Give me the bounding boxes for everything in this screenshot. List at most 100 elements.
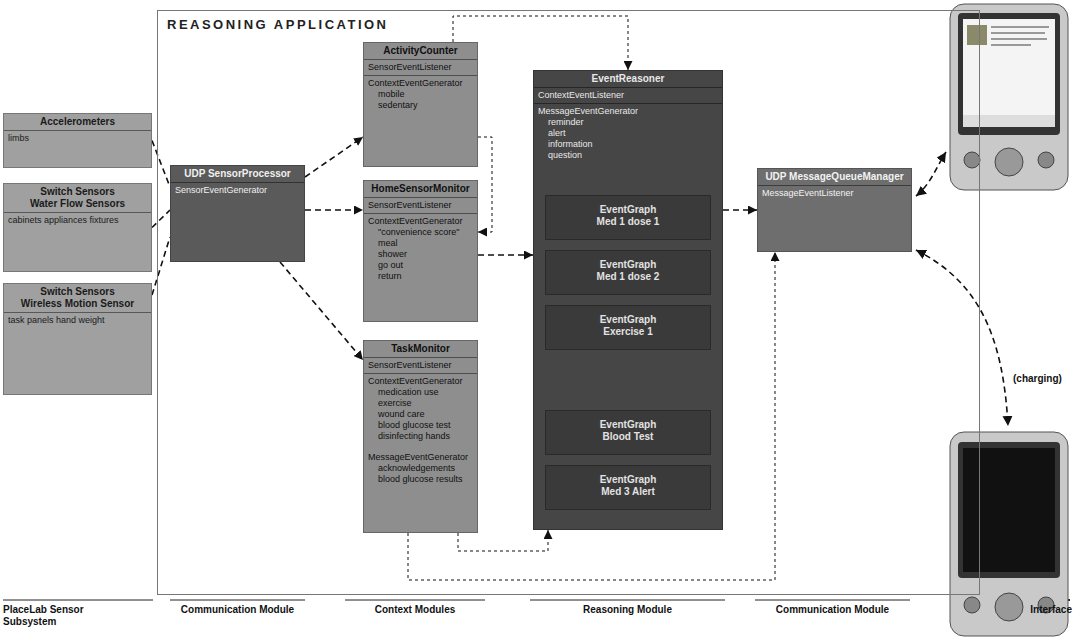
process-box: UDP MessageQueueManagerMessageEventListe… xyxy=(757,168,912,252)
node-text: reminder xyxy=(538,117,718,128)
wireless-link xyxy=(916,152,946,196)
node-text: Med 3 Alert xyxy=(550,486,706,498)
node-title: ActivityCounter xyxy=(368,45,473,57)
node-title: EventGraph xyxy=(550,259,706,271)
node-text: go out xyxy=(368,260,473,271)
node-title: EventGraph xyxy=(550,314,706,326)
node-text: ContextEventGenerator xyxy=(368,376,473,387)
node-text: alert xyxy=(538,128,718,139)
node-title: EventReasoner xyxy=(538,73,718,85)
reasoner-box: EventReasonerContextEventListenerMessage… xyxy=(533,70,723,530)
node-text: Water Flow Sensors xyxy=(8,198,147,210)
sensor-box: Accelerometers limbs xyxy=(3,113,152,168)
node-text: information xyxy=(538,139,718,150)
node-text: blood glucose results xyxy=(368,474,473,485)
node-title: TaskMonitor xyxy=(368,343,473,355)
node-text: "convenience score" xyxy=(368,227,473,238)
node-text: Exercise 1 xyxy=(550,326,706,338)
node-title: Switch Sensors xyxy=(8,186,147,198)
node-text: disinfecting hands xyxy=(368,431,473,442)
connector xyxy=(280,262,363,360)
module-label: Communication Module xyxy=(755,604,910,616)
node-text: cabinets appliances fixtures xyxy=(8,215,147,226)
pda-screen xyxy=(963,448,1055,572)
node-title: EventGraph xyxy=(550,419,706,431)
node-text: mobile xyxy=(368,89,473,100)
node-text: blood glucose test xyxy=(368,420,473,431)
module-label: PlaceLab Sensor Subsystem xyxy=(3,604,103,628)
connector xyxy=(723,209,757,211)
pda-button xyxy=(964,152,980,168)
connector xyxy=(305,137,363,177)
rule-line xyxy=(170,600,305,601)
node-title: UDP SensorProcessor xyxy=(175,168,300,180)
screen-line xyxy=(991,38,1047,40)
connector xyxy=(152,141,170,188)
process-box: UDP SensorProcessorSensorEventGenerator xyxy=(170,165,305,262)
event-graph: EventGraphMed 3 Alert xyxy=(545,465,711,510)
node-text: SensorEventListener xyxy=(368,360,473,371)
node-text: wound care xyxy=(368,409,473,420)
rule-line xyxy=(755,600,910,601)
node-text: exercise xyxy=(368,398,473,409)
node-text: Wireless Motion Sensor xyxy=(8,298,147,310)
connector xyxy=(152,237,170,295)
pda-body xyxy=(950,4,1068,190)
sensor-box: Switch SensorsWireless Motion Sensor task… xyxy=(3,283,152,395)
connector xyxy=(478,137,492,232)
module-box: TaskMonitorSensorEventListenerContextEve… xyxy=(363,340,478,533)
node-text: meal xyxy=(368,238,473,249)
node-text: shower xyxy=(368,249,473,260)
connector xyxy=(458,530,548,551)
event-graph: EventGraphExercise 1 xyxy=(545,305,711,350)
event-graph: EventGraphMed 1 dose 2 xyxy=(545,250,711,295)
node-text: MessageEventListener xyxy=(762,188,907,199)
module-rules xyxy=(3,600,1070,601)
module-label: Interface xyxy=(1014,604,1072,616)
node-text: MessageEventGenerator xyxy=(538,106,718,117)
sensor-box: Switch SensorsWater Flow Sensors cabinets… xyxy=(3,183,152,272)
module-label: Context Modules xyxy=(345,604,485,616)
module-box: ActivityCounterSensorEventListenerContex… xyxy=(363,42,478,167)
node-text: return xyxy=(368,271,473,282)
node-title: EventGraph xyxy=(550,204,706,216)
node-text: SensorEventListener xyxy=(368,62,473,73)
connector xyxy=(305,209,363,211)
screen-line xyxy=(991,32,1045,34)
screen-icon xyxy=(967,25,987,45)
rule-line xyxy=(345,600,485,601)
screen-bar xyxy=(963,115,1055,127)
pda-bezel xyxy=(958,13,1060,135)
pda-dpad xyxy=(995,593,1023,621)
status-label: (charging) xyxy=(1013,373,1073,385)
connector xyxy=(478,254,533,256)
node-title: Accelerometers xyxy=(8,116,147,128)
node-text: Med 1 dose 1 xyxy=(550,216,706,228)
module-box: HomeSensorMonitorSensorEventListenerCont… xyxy=(363,180,478,322)
module-label: Communication Module xyxy=(170,604,305,616)
node-text: ContextEventGenerator xyxy=(368,216,473,227)
node-text: SensorEventGenerator xyxy=(175,185,300,196)
node-title: HomeSensorMonitor xyxy=(368,183,473,195)
pda-dpad xyxy=(995,148,1023,176)
event-graph: EventGraphMed 1 dose 1 xyxy=(545,195,711,240)
application-frame: REASONING APPLICATIONUDP SensorProcessor… xyxy=(157,10,980,595)
node-title: Switch Sensors xyxy=(8,286,147,298)
pda-button xyxy=(1038,152,1054,168)
node-text: medication use xyxy=(368,387,473,398)
node-text: Med 1 dose 2 xyxy=(550,271,706,283)
pda-top xyxy=(950,4,1068,190)
node-text: acknowledgements xyxy=(368,463,473,474)
node-text: task panels hand weight xyxy=(8,315,147,326)
connector xyxy=(152,210,170,228)
module-label: Reasoning Module xyxy=(530,604,725,616)
node-title: EventGraph xyxy=(550,474,706,486)
screen-line xyxy=(991,44,1031,46)
node-text: limbs xyxy=(8,133,147,144)
node-text: MessageEventGenerator xyxy=(368,452,473,463)
node-text: SensorEventListener xyxy=(368,200,473,211)
screen-line xyxy=(991,26,1049,28)
node-text: ContextEventListener xyxy=(538,90,718,101)
node-text: Blood Test xyxy=(550,431,706,443)
connector xyxy=(453,16,628,70)
